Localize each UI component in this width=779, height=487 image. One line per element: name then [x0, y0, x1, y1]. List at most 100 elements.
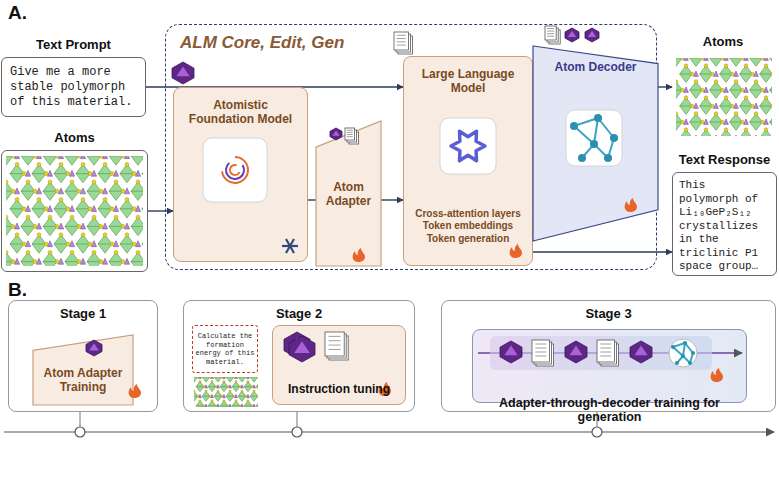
node-title: Stage 2 — [276, 306, 322, 321]
sulfur-atom — [704, 128, 708, 132]
sulfur-atom — [694, 80, 698, 84]
sulfur-atom — [741, 88, 745, 92]
octahedron-edge — [690, 58, 703, 59]
text-token-icon — [394, 32, 412, 54]
octahedron — [720, 66, 733, 83]
octahedron-edge — [710, 90, 723, 91]
tetrahedron — [744, 119, 749, 124]
octahedron — [676, 114, 682, 131]
octahedron — [770, 58, 772, 66]
octahedron — [760, 130, 772, 136]
octahedron — [700, 66, 713, 83]
octahedron — [690, 114, 703, 131]
page — [549, 30, 560, 44]
octahedron-edge — [720, 74, 733, 75]
atom-token-icon — [172, 62, 194, 84]
timeline-tick — [80, 412, 81, 427]
sulfur-atom — [721, 120, 725, 124]
octahedron-edge — [680, 74, 693, 75]
gem — [585, 28, 599, 42]
flow-connector — [308, 199, 316, 200]
sulfur-atom — [684, 64, 688, 68]
text-token-icon — [545, 26, 560, 44]
tetrahedron — [764, 119, 769, 124]
tetrahedron — [684, 58, 689, 60]
node-title: Atom Decoder — [554, 60, 636, 74]
sulfur-atom — [734, 112, 738, 116]
trapezoid-shape — [33, 335, 133, 405]
prompt-box: Text PromptGive me a more stable polymor… — [1, 57, 146, 117]
sulfur-atom — [761, 120, 765, 124]
tetrahedron — [764, 87, 769, 92]
timeline-dot — [292, 427, 302, 437]
sulfur-atom — [754, 112, 758, 116]
page-line — [397, 38, 406, 39]
sulfur-atom — [731, 104, 735, 108]
llm-box: Large Language ModelCross-attention laye… — [403, 56, 533, 266]
node-title: Stage 3 — [585, 306, 631, 321]
page-line — [347, 130, 353, 131]
tetrahedron — [684, 119, 689, 124]
octahedron-edge — [770, 58, 772, 59]
page-line — [547, 31, 554, 32]
octahedron — [740, 98, 753, 115]
stage-box: Stage 2 Calculate the formation energy of… — [183, 300, 415, 412]
node-title: Stage 1 — [60, 306, 106, 321]
octahedron — [700, 98, 713, 115]
trapezoid-shape — [533, 46, 658, 241]
panel-label: B. — [8, 279, 27, 301]
tetrahedron — [704, 87, 709, 92]
sulfur-atom — [724, 64, 728, 68]
gem-facet — [176, 66, 189, 76]
atom-token-icon — [585, 28, 599, 42]
octahedron — [730, 58, 743, 66]
sulfur-atom — [764, 64, 768, 68]
node-title: Adapter-through-decoder training for gen… — [473, 396, 746, 424]
tetrahedron — [694, 103, 699, 108]
sulfur-atom — [744, 96, 748, 100]
sulfur-atom — [681, 120, 685, 124]
tetrahedron — [704, 58, 709, 60]
octahedron-edge — [700, 74, 713, 75]
sulfur-atom — [744, 64, 748, 68]
flow-connector — [148, 210, 173, 211]
panel-label: A. — [8, 2, 27, 24]
octahedron-edge — [680, 106, 693, 107]
sulfur-atom — [684, 96, 688, 100]
atoms-input-box: Atoms — [1, 150, 148, 272]
octahedron-edge — [740, 74, 753, 75]
generation-box: Adapter-through-decoder training for gen… — [472, 329, 747, 403]
timeline-tick — [297, 412, 298, 427]
octahedron — [770, 114, 772, 131]
tetrahedron — [734, 103, 739, 108]
octahedron-edge — [760, 74, 772, 75]
octahedron — [690, 82, 703, 99]
gem-facet — [588, 31, 596, 37]
octahedron-edge — [676, 90, 682, 91]
octahedron — [760, 98, 772, 115]
page-line — [397, 41, 406, 42]
node-title: Atom Adapter Training — [39, 366, 127, 394]
timeline — [4, 431, 774, 432]
node-body: This polymorph of Li₁₀GeP₂S₁₂ crystalliz… — [679, 179, 770, 274]
page-line — [397, 45, 406, 46]
sulfur-atom — [761, 88, 765, 92]
tetrahedron — [694, 71, 699, 76]
octahedron — [710, 114, 723, 131]
sulfur-atom — [701, 88, 705, 92]
octahedron-edge — [730, 90, 743, 91]
gem-facet — [332, 130, 339, 135]
octahedron-edge — [710, 122, 723, 123]
octahedron-edge — [740, 106, 753, 107]
octahedron-edge — [730, 58, 743, 59]
octahedron — [760, 66, 772, 83]
page — [547, 28, 558, 42]
octahedron — [750, 82, 763, 99]
sulfur-atom — [754, 80, 758, 84]
tetrahedron — [724, 119, 729, 124]
node-title: Calculate the formation energy of this m… — [195, 332, 255, 366]
sulfur-atom — [751, 72, 755, 76]
octahedron — [710, 82, 723, 99]
node-title: ALM Core, Edit, Gen — [180, 33, 344, 53]
octahedron — [740, 130, 753, 136]
